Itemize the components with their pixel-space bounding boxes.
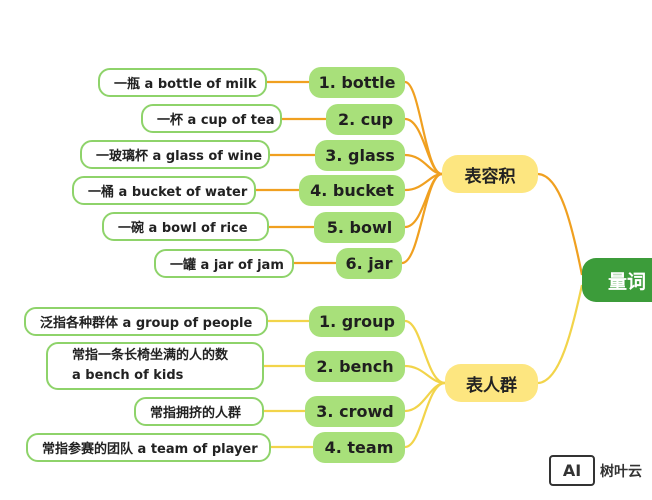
- link-volume-3: [404, 153, 443, 176]
- word-bench[interactable]: 2. bench: [305, 351, 405, 382]
- watermark-text: 树叶云: [600, 464, 642, 480]
- word-bowl[interactable]: 5. bowl: [314, 212, 405, 243]
- link-people-4: [404, 381, 446, 449]
- note-bottle[interactable]: 一瓶 a bottle of milk: [98, 68, 267, 97]
- word-bottle[interactable]: 1. bottle: [309, 67, 405, 98]
- word-glass[interactable]: 3. glass: [315, 140, 405, 171]
- note-team[interactable]: 常指参赛的团队 a team of player: [26, 433, 271, 462]
- note-bench[interactable]: 常指一条长椅坐满的人的数 a bench of kids: [46, 342, 264, 390]
- link-volume-5: [404, 172, 443, 229]
- link-root-volume: [537, 172, 584, 276]
- watermark-logo-icon: AI: [549, 455, 595, 486]
- word-cup[interactable]: 2. cup: [326, 104, 405, 135]
- note-bucket[interactable]: 一桶 a bucket of water: [72, 176, 256, 205]
- word-bucket[interactable]: 4. bucket: [299, 175, 405, 206]
- link-volume-6: [401, 172, 443, 265]
- note-cup[interactable]: 一杯 a cup of tea: [141, 104, 282, 133]
- word-jar[interactable]: 6. jar: [336, 248, 402, 279]
- link-root-people: [537, 284, 584, 385]
- link-volume-1: [404, 80, 443, 176]
- note-jar[interactable]: 一罐 a jar of jam: [154, 249, 294, 278]
- note-glass[interactable]: 一玻璃杯 a glass of wine: [80, 140, 270, 169]
- branch-people[interactable]: 表人群: [445, 364, 538, 402]
- note-group[interactable]: 泛指各种群体 a group of people: [24, 307, 268, 336]
- branch-volume[interactable]: 表容积: [442, 155, 538, 193]
- word-group[interactable]: 1. group: [309, 306, 405, 337]
- note-bench-line1: 常指一条长椅坐满的人的数: [72, 348, 229, 363]
- root-node[interactable]: 量词: [582, 258, 652, 302]
- note-bowl[interactable]: 一碗 a bowl of rice: [102, 212, 269, 241]
- word-crowd[interactable]: 3. crowd: [305, 396, 405, 427]
- note-crowd[interactable]: 常指拥挤的人群: [134, 397, 264, 426]
- note-bench-line2: a bench of kids: [72, 368, 184, 383]
- word-team[interactable]: 4. team: [313, 432, 405, 463]
- link-people-3: [404, 381, 446, 413]
